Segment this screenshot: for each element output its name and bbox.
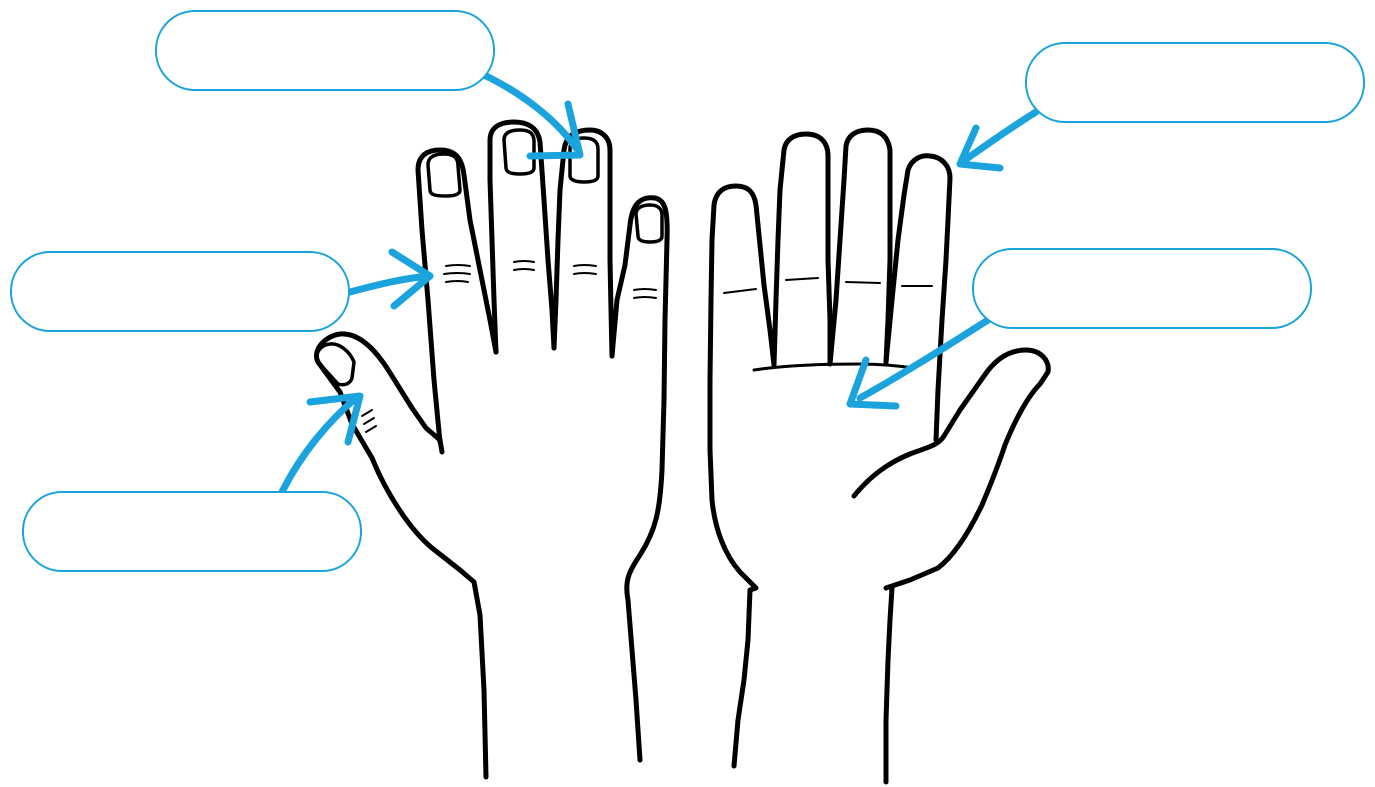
- left-hand-middle-finger: [487, 119, 557, 355]
- palm-label-box[interactable]: [972, 248, 1312, 329]
- palm-arrow: [846, 316, 992, 410]
- back-of-hand: [314, 119, 670, 780]
- right-hand-middle-finger: [827, 127, 893, 367]
- left-hand-pinky-nail: [634, 203, 664, 244]
- fingernail-arrow: [478, 70, 584, 160]
- knuckle-label-box[interactable]: [10, 251, 350, 332]
- palm-side-hand: [707, 127, 1051, 785]
- thumb-label-box[interactable]: [22, 491, 362, 572]
- left-hand-wrist-right: [609, 195, 670, 763]
- knuckle-arrow: [346, 248, 434, 310]
- right-hand-index-finger: [771, 131, 833, 368]
- left-hand-ring-finger: [551, 127, 615, 359]
- right-hand-thumb: [851, 347, 1051, 591]
- left-hand-index-finger: [415, 147, 499, 445]
- right-hand-palm-crease: [752, 362, 916, 372]
- right-hand-ring-finger: [883, 153, 953, 443]
- finger-label-box[interactable]: [1025, 42, 1365, 123]
- fingernail-label-box[interactable]: [155, 10, 495, 91]
- pointer-arrows: [278, 70, 1040, 496]
- finger-arrow: [956, 108, 1040, 172]
- right-hand-wrist-left: [707, 183, 777, 769]
- thumb-arrow: [278, 392, 364, 496]
- left-hand-index-nail: [426, 152, 462, 198]
- right-hand-finger-creases: [723, 277, 933, 294]
- left-hand-thumb-nail: [315, 342, 356, 387]
- left-hand-knuckle-lines: [361, 260, 657, 433]
- right-hand-wrist-right: [883, 585, 895, 785]
- left-hand-middle-nail: [502, 128, 536, 176]
